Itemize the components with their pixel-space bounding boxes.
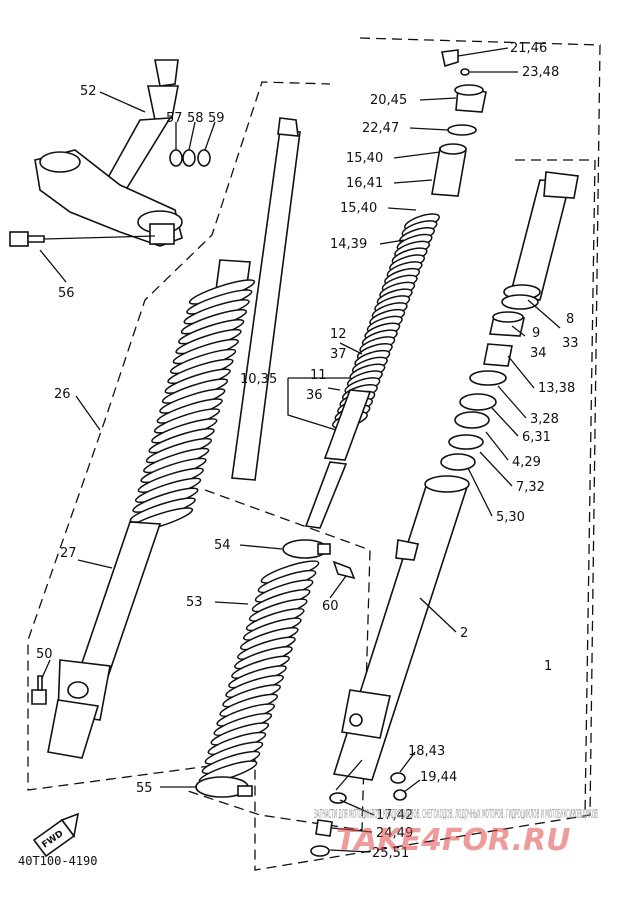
screw-60 bbox=[332, 560, 356, 580]
label-17-42: 17,42 bbox=[376, 808, 413, 823]
label-52: 52 bbox=[80, 84, 97, 99]
label-60: 60 bbox=[322, 599, 339, 614]
right-lower-leg bbox=[332, 475, 470, 781]
label-11: 11 bbox=[310, 368, 327, 383]
label-24-49: 24,49 bbox=[376, 826, 413, 841]
part-number-labels: 52 57 58 59 56 26 27 50 55 53 54 60 21,4… bbox=[18, 41, 579, 868]
label-5-30: 5,30 bbox=[496, 510, 525, 525]
label-23-48: 23,48 bbox=[522, 65, 559, 80]
label-33: 33 bbox=[562, 336, 579, 351]
washers-57-58-59 bbox=[169, 149, 211, 167]
label-37: 37 bbox=[330, 347, 347, 362]
label-50: 50 bbox=[36, 647, 53, 662]
label-12: 12 bbox=[330, 327, 347, 342]
label-58: 58 bbox=[187, 111, 204, 126]
bolt-50 bbox=[31, 675, 47, 705]
lower-boot-53 bbox=[198, 560, 320, 784]
left-fork-tube bbox=[215, 117, 301, 481]
label-15-40-top: 15,40 bbox=[346, 151, 383, 166]
label-8: 8 bbox=[566, 312, 574, 327]
inner-fork-outline bbox=[515, 159, 596, 816]
fork-cap-bolt bbox=[441, 49, 487, 136]
label-27: 27 bbox=[60, 546, 77, 561]
label-2: 2 bbox=[460, 626, 468, 641]
label-3-28: 3,28 bbox=[530, 412, 559, 427]
seal-stack bbox=[440, 370, 507, 471]
bushing-13-38 bbox=[483, 343, 513, 367]
spacer-16-41 bbox=[431, 143, 467, 197]
left-lower-leg bbox=[47, 521, 162, 759]
label-20-45: 20,45 bbox=[370, 93, 407, 108]
label-55: 55 bbox=[136, 781, 153, 796]
boot-group-outline bbox=[184, 489, 371, 831]
label-56: 56 bbox=[58, 286, 75, 301]
leader-lines bbox=[39, 47, 561, 853]
label-13-38: 13,38 bbox=[538, 381, 575, 396]
label-34: 34 bbox=[530, 346, 547, 361]
label-57: 57 bbox=[166, 111, 183, 126]
label-53: 53 bbox=[186, 595, 203, 610]
label-21-46: 21,46 bbox=[510, 41, 547, 56]
clamp-54 bbox=[282, 539, 331, 559]
label-6-31: 6,31 bbox=[522, 430, 551, 445]
label-4-29: 4,29 bbox=[512, 455, 541, 470]
label-9: 9 bbox=[532, 326, 540, 341]
clamp-55 bbox=[195, 776, 253, 798]
damper-rod-10-35 bbox=[304, 389, 372, 529]
steering-stem-assembly bbox=[34, 59, 183, 247]
label-15-40-bottom: 15,40 bbox=[340, 201, 377, 216]
left-fork-boot bbox=[126, 279, 256, 533]
label-59: 59 bbox=[208, 111, 225, 126]
label-16-41: 16,41 bbox=[346, 176, 383, 191]
diagram-code: 40T100-4190 bbox=[18, 854, 97, 868]
label-54: 54 bbox=[214, 538, 231, 553]
label-14-39: 14,39 bbox=[330, 237, 367, 252]
label-1: 1 bbox=[544, 659, 552, 674]
right-fork-inner-tube bbox=[501, 171, 579, 310]
label-10-35: 10,35 bbox=[240, 372, 277, 387]
label-36: 36 bbox=[306, 388, 323, 403]
bolt-56 bbox=[9, 231, 45, 247]
watermark: ЗАПЧАСТИ ДЛЯ МОТОЦИКЛОВ, КВАДРОЦИКЛОВ, С… bbox=[314, 807, 598, 858]
watermark-brand: TAKE4FOR.RU bbox=[336, 823, 570, 858]
label-18-43: 18,43 bbox=[408, 744, 445, 759]
label-7-32: 7,32 bbox=[516, 480, 545, 495]
watermark-text: ЗАПЧАСТИ ДЛЯ МОТОЦИКЛОВ, КВАДРОЦИКЛОВ, С… bbox=[314, 807, 598, 821]
label-25-51: 25,51 bbox=[372, 846, 409, 861]
fwd-arrow-icon: FWD bbox=[32, 812, 80, 858]
outer-group-outline bbox=[27, 37, 601, 871]
label-26: 26 bbox=[54, 387, 71, 402]
slide-bushing-9-34 bbox=[489, 311, 525, 337]
label-22-47: 22,47 bbox=[362, 121, 399, 136]
label-19-44: 19,44 bbox=[420, 770, 457, 785]
